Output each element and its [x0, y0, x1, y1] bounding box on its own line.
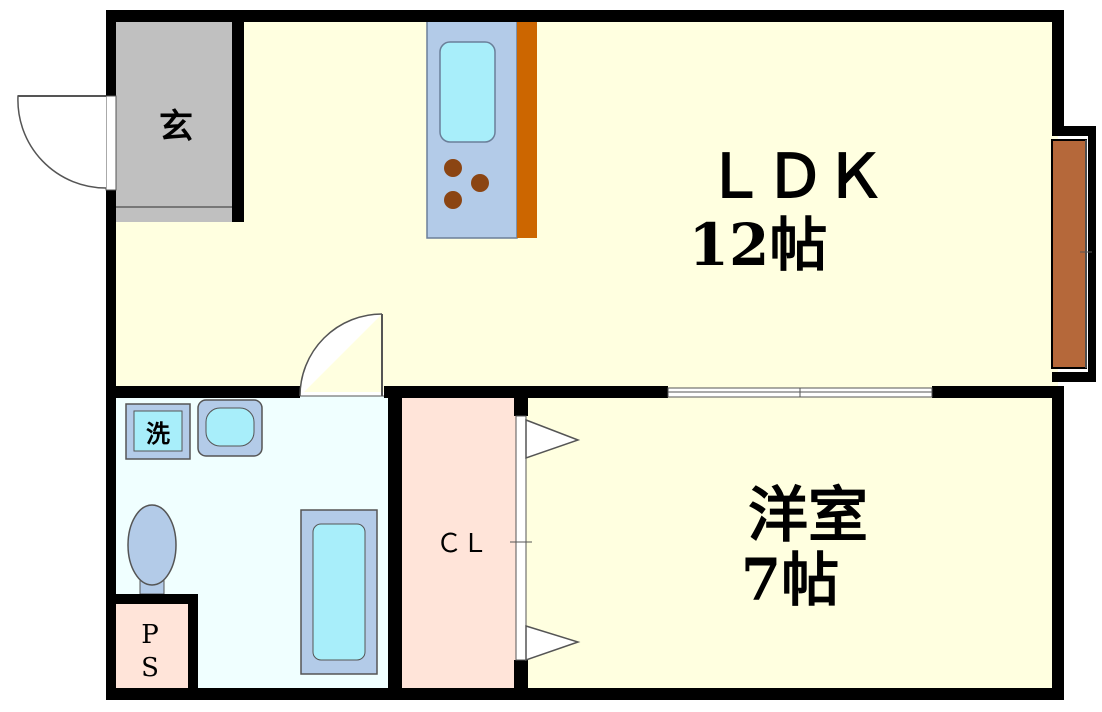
outer-wall-left-lower	[106, 190, 116, 700]
front-door-frame	[105, 95, 117, 191]
bay-window-sill	[1051, 139, 1087, 369]
washer-label: 洗	[146, 419, 170, 448]
middle-wall-right	[932, 386, 1064, 398]
entrance-wall-right	[232, 20, 244, 222]
wash-basin-bowl	[205, 407, 255, 447]
closet-western-wall-upper	[514, 386, 528, 416]
toilet-bowl	[127, 504, 177, 586]
washing-machine	[133, 410, 183, 452]
front-door-swing	[17, 95, 107, 189]
ldk-floor	[114, 20, 1058, 392]
outer-wall-right-lower	[1052, 386, 1064, 700]
ldk-room-size: 12帖	[689, 211, 828, 279]
middle-wall-left	[106, 386, 300, 398]
stove-burner-icon	[444, 159, 462, 177]
closet-floor	[394, 396, 522, 692]
western-room-size: 7帖	[741, 546, 839, 614]
bay-window-frame-top	[1052, 126, 1096, 136]
ldk-room-name: ＬＤＫ	[705, 142, 885, 212]
pipe-space-wall-right	[188, 594, 198, 700]
closet-folding-door-upper	[525, 418, 581, 460]
bathroom-closet-wall	[388, 386, 402, 700]
bay-window-frame-right	[1088, 126, 1096, 382]
closet-folding-door-lower	[525, 624, 581, 662]
stove-burner-icon	[444, 191, 462, 209]
outer-wall-left-upper	[106, 10, 116, 96]
outer-wall-right-upper	[1052, 10, 1064, 136]
western-room-name: 洋室	[748, 481, 868, 551]
bathtub-basin	[312, 523, 366, 661]
closet-western-wall-lower	[514, 660, 528, 700]
outer-wall-top	[106, 10, 1064, 22]
kitchen-sink	[439, 41, 496, 143]
western-room-floor	[522, 396, 1058, 692]
pipe-space-label-p: P	[141, 620, 159, 650]
bathroom-door-swing	[299, 313, 383, 397]
closet-door-track	[515, 415, 527, 661]
pipe-space-floor	[114, 600, 194, 692]
outer-wall-bottom	[106, 688, 1064, 700]
bay-window-frame-bottom	[1052, 372, 1096, 382]
pipe-space-wall-top	[106, 594, 198, 604]
closet-label: ＣＬ	[436, 529, 488, 559]
entrance-floor	[114, 20, 238, 222]
stove-burner-icon	[471, 174, 489, 192]
pipe-space-label-s: S	[141, 653, 159, 683]
kitchen-backsplash	[517, 20, 537, 238]
entrance-label: 玄	[159, 107, 193, 147]
